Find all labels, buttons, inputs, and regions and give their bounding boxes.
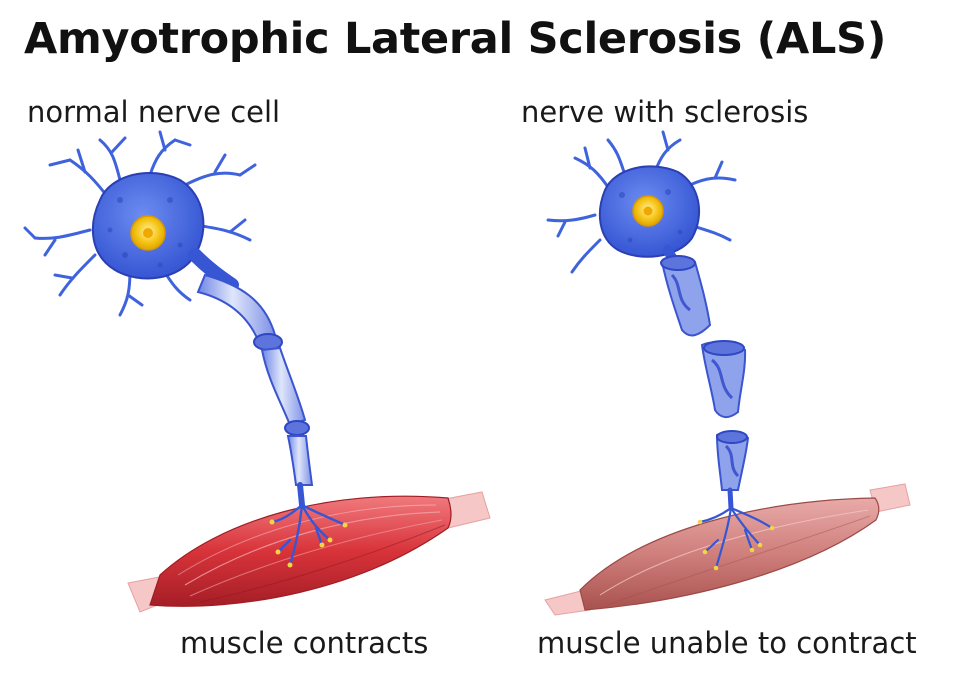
diagram-title: Amyotrophic Lateral Sclerosis (ALS) [24, 14, 887, 64]
weak-muscle [544, 483, 911, 616]
normal-neuron [23, 130, 348, 568]
normal-muscle [127, 491, 491, 613]
muscle-unable-label: muscle unable to contract [537, 626, 917, 660]
sclerosis-nerve-label: nerve with sclerosis [521, 95, 809, 129]
sclerosis-neuron [546, 130, 775, 571]
normal-nerve-label: normal nerve cell [27, 95, 281, 129]
muscle-contracts-label: muscle contracts [180, 626, 429, 660]
